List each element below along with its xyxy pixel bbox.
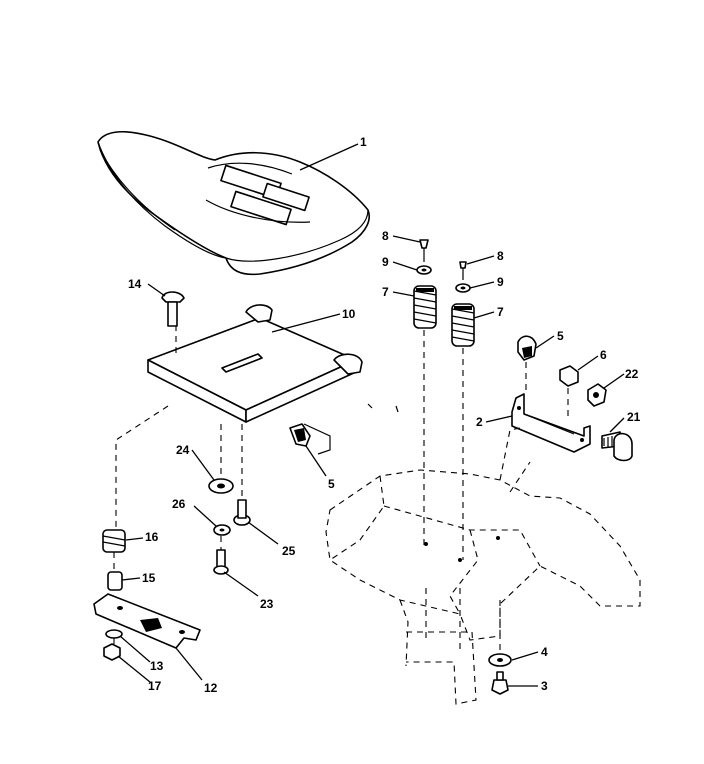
bolt-23: [213, 549, 229, 575]
nut-22: [587, 383, 607, 407]
plate-12: [93, 593, 201, 649]
callout-6: 6: [600, 348, 607, 362]
callout-13: 13: [150, 659, 164, 673]
seat: [97, 130, 370, 276]
nut-17: [103, 643, 121, 661]
callout-9b: 9: [497, 275, 504, 289]
bracket-2: [511, 393, 591, 453]
callout-14: 14: [128, 277, 142, 291]
spacer-15: [107, 571, 123, 591]
callout-9a: 9: [382, 255, 389, 269]
callout-8a: 8: [382, 229, 389, 243]
callout-25: 25: [282, 544, 296, 558]
callout-22: 22: [625, 367, 639, 381]
callout-23: 23: [260, 597, 274, 611]
callout-labels: 1 8 8 9 9 7 7 14 10 5 6 22 2 21 24 5 26 …: [128, 135, 641, 695]
washer-26: [213, 524, 231, 536]
mower-frame: [325, 427, 641, 705]
bolt-3: [491, 671, 509, 695]
callout-7b: 7: [497, 305, 504, 319]
callout-3: 3: [541, 679, 548, 693]
callout-16: 16: [145, 530, 159, 544]
knob-21: [601, 431, 633, 462]
bolt-14: [161, 291, 185, 327]
bolt-25: [233, 499, 251, 526]
callout-12: 12: [204, 681, 218, 695]
callout-26: 26: [172, 497, 186, 511]
clip-5-upper: [517, 335, 537, 394]
spring-stack-right: [451, 261, 475, 560]
seat-pan: [147, 304, 363, 423]
callout-5b: 5: [328, 477, 335, 491]
callout-21: 21: [627, 410, 641, 424]
callout-1: 1: [360, 135, 367, 149]
washer-24: [208, 478, 234, 494]
washer-4: [488, 653, 512, 667]
callout-15: 15: [142, 571, 156, 585]
callout-5a: 5: [557, 329, 564, 343]
callout-2: 2: [476, 415, 483, 429]
spring-16: [102, 529, 126, 553]
callout-8b: 8: [497, 249, 504, 263]
callout-17: 17: [148, 679, 162, 693]
callout-10: 10: [342, 307, 356, 321]
nut-6: [559, 365, 579, 418]
callout-24: 24: [176, 443, 190, 457]
clip-5-lower: [289, 423, 331, 455]
callout-7a: 7: [382, 285, 389, 299]
callout-4: 4: [541, 645, 548, 659]
spring-stack-left: [413, 239, 437, 548]
washer-13: [105, 629, 123, 639]
leader-lines: [117, 143, 625, 687]
